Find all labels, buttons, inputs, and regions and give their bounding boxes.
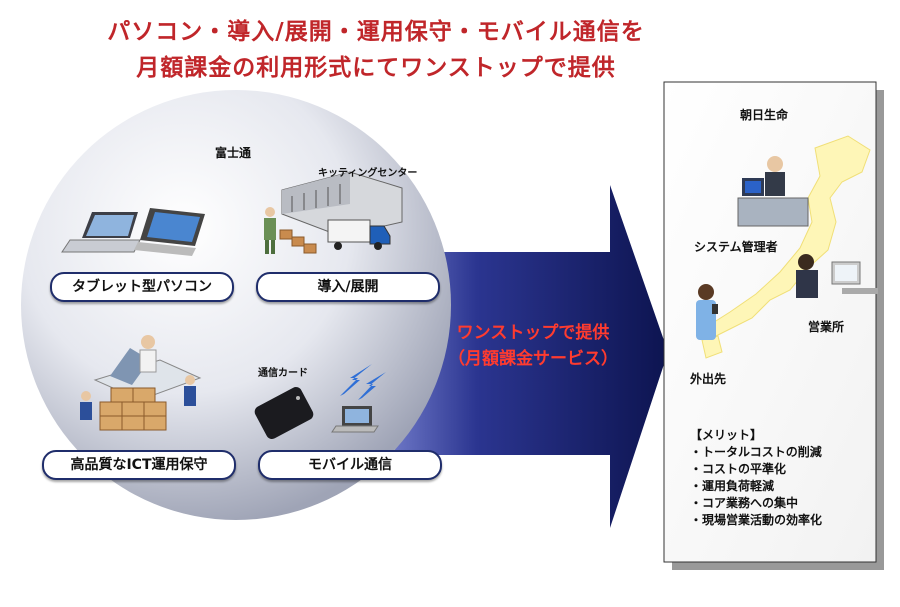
maintenance-scene-icon (80, 335, 202, 431)
merit-item: ・運用負荷軽減 (690, 479, 775, 493)
arrow-text-line-1: ワンストップで提供 (456, 323, 610, 343)
role-branch: 営業所 (808, 320, 845, 334)
headline-line-2: 月額課金の利用形式にてワンストップで提供 (136, 55, 616, 81)
sysadmin-icon (737, 156, 809, 227)
worker-icon (264, 207, 276, 254)
boxes-conveyor-icon (279, 229, 317, 254)
field-worker-icon (696, 284, 718, 340)
comm-card-label: 通信カード (258, 368, 308, 379)
service-deployment: 導入/展開 (256, 272, 440, 302)
merit-item: ・トータルコストの削減 (690, 445, 822, 459)
arrow-text-line-2: （月額課金サービス） (448, 349, 618, 369)
mobile-laptop-icon (331, 406, 379, 433)
kitting-center-label: キッティングセンター (318, 168, 418, 179)
merit-item: ・コストの平準化 (690, 462, 787, 476)
merit-item: ・コア業務への集中 (690, 496, 799, 510)
comm-card-icon (254, 387, 314, 439)
headline-line-1: パソコン・導入/展開・運用保守・モバイル通信を (107, 19, 645, 45)
kitting-center-icon (281, 171, 403, 237)
service-tablet-pc: タブレット型パソコン (50, 272, 234, 302)
branch-worker-icon (796, 254, 878, 298)
merits-title: 【メリット】 (690, 428, 763, 442)
delivery-truck-icon (327, 219, 391, 250)
role-field: 外出先 (690, 372, 727, 386)
provider-name: 富士通 (215, 146, 252, 160)
one-stop-arrow (395, 185, 668, 528)
laptop-icon (61, 212, 141, 253)
tablet-pc-icon (134, 208, 205, 256)
merit-item: ・現場営業活動の効率化 (690, 513, 823, 527)
signal-lightning-icon (340, 364, 386, 400)
customer-name: 朝日生命 (740, 108, 789, 122)
service-mobile: モバイル通信 (258, 450, 442, 480)
merits-list: 【メリット】 ・トータルコストの削減 ・コストの平準化 ・運用負荷軽減 ・コア業… (690, 427, 822, 529)
role-sysadmin: システム管理者 (694, 240, 778, 254)
service-maintenance: 高品質なICT運用保守 (42, 450, 236, 480)
